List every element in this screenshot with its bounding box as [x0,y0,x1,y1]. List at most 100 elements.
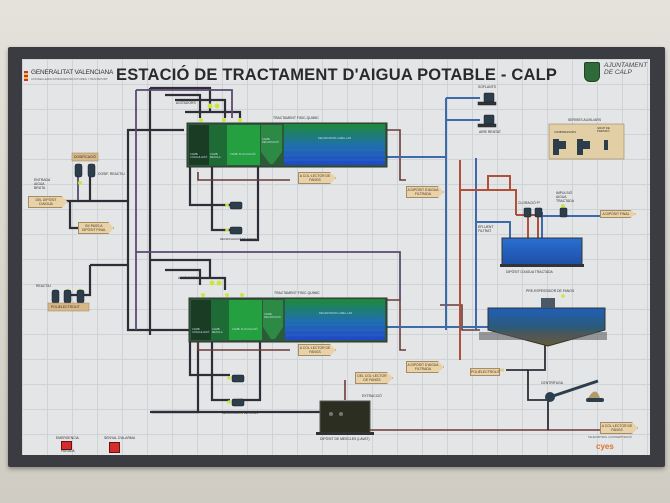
pit-pump-icon [339,412,343,416]
compressor-icon [559,141,566,149]
dosing-note: DOSIF. REACTIU [98,172,125,176]
polymer-note: REACTIU [36,284,51,288]
outlet-tag[interactable]: A COL·LECTOR DE FANGS [600,422,638,434]
blower-base [477,123,497,128]
final-out-tag[interactable]: A DIPÒSIT FINAL [600,210,636,218]
bypass-tag[interactable]: BY-PASS A DIPÒSIT FINAL [78,222,114,234]
sludge-pit [316,400,374,435]
stage-1-4 [261,125,282,164]
treated-water-pipes [384,97,600,330]
sludge-pit-body [319,400,371,434]
stage-2-1 [191,300,211,340]
lamp-icon [561,204,565,208]
lamp-icon [240,293,244,297]
alarm-button[interactable] [109,442,120,453]
sludge-pit-vent: EXTRACCIÓ [362,394,382,398]
pump-icon [76,289,85,304]
lamp-icon [227,400,231,404]
treatment-line-1 [186,122,388,168]
stage-2-2 [211,300,229,340]
line1-filter-tag[interactable]: A DIPÒSIT D'AIGUA FILTRADA [406,186,444,198]
line2-title: TRACTAMENT FISIC-QUIMIC [274,291,320,295]
thickener-poly-tag[interactable]: POLIELECTROLIT [470,368,500,376]
line1-stage-1: CAMB. COAGULACIÓ [190,153,208,159]
lamp-icon [216,280,222,286]
pump-icon [51,289,60,304]
panel-title: ESTACIÓ DE TRACTAMENT D'AIGUA POTABLE - … [116,66,558,84]
pump-icon [559,207,568,218]
line1-sludge-tag[interactable]: A COL·LECTOR DE FANGS [298,172,336,184]
dosing-skid [47,302,90,312]
final-tank [500,237,584,267]
thickener-drive-icon [541,298,555,308]
pump-icon [523,207,532,218]
sludge-pit-tag[interactable]: DEL COL·LECTOR DE FANGS [355,372,393,384]
thickener [479,298,607,347]
pump-icon [534,207,543,218]
aux-compressors-label: COMPRESSORS [554,130,577,134]
filtered-label: EFLUENT FILTRAT [478,225,494,233]
line2-stage-3: CAMB. FLOCULACIÓ [232,328,258,331]
line2-pump-label: RECIRCULACIÓ DE FANGS [222,411,259,415]
emergency-sub-label: PARADA [61,449,75,453]
lamp-icon [225,293,229,297]
line2-sludge-tag[interactable]: A COL·LECTOR DE FANGS [298,344,336,356]
ajuntament-line1: AJUNTAMENT [604,62,648,69]
line1-stage-3: CAMB. FLOCULACIÓ [230,153,256,156]
inlet-label: ENTRADA AIGUA BRUTA [34,178,51,190]
blower-base [477,101,497,106]
screw-conveyor [549,379,599,399]
sludge-pipes [197,129,600,431]
sludge-container-icon [586,398,604,402]
lamp-icon [238,118,242,122]
centrifuge-label: CENTRÍFUGA [541,381,564,385]
pump-icon [231,398,245,407]
ajuntament-line2: DE CALP [604,69,632,76]
lamp-icon [214,103,220,109]
senyera-icon [24,71,28,81]
line1-title: TRACTAMENT FISIC-QUIMIC [273,116,319,120]
line1-agitators-label: AGITADORS [176,101,196,105]
sludge-cake [588,391,600,398]
aux-equipment [553,139,608,155]
polymer-skid-label: POLIELECTROLIT [51,305,80,309]
pump-icon [74,163,83,178]
final-tank-base [500,264,584,267]
coat-of-arms-icon [584,62,600,82]
inlet-source-tag[interactable]: DEL DIPÒSIT D'AIGUA [28,196,68,208]
line2-stage-5: DECANTADOR LAMEL·LAR [319,312,353,315]
pump-icon [231,374,245,383]
lamp-icon [225,228,229,232]
line2-stage-1: CAMB. COAGULACIÓ [192,328,210,334]
final-tank-label: DIPÒSIT D'AIGUA TRACTADA [506,270,553,274]
line1-stage-5: DECANTADOR LAMEL·LAR [318,137,352,140]
lamp-icon [225,203,229,207]
manufacturer-logo: cyes [596,442,614,451]
pump-icon [229,226,243,235]
stage-2-3 [229,300,262,340]
lamp-icon [222,118,226,122]
generalitat-subtitle: CONSELLERIA D'INFRAESTRUCTURES I TRANSPO… [31,77,108,81]
stage-1-1 [189,125,209,165]
line1-pump-label: RECIRCULACIÓ DE FANGS [220,237,257,241]
emergency-button[interactable] [61,441,72,450]
line2-agitators-label: AGITADORS [178,276,198,280]
emergency-label: EMERGENCIA [56,436,79,440]
lamp-icon [78,181,82,185]
lamella-settler-1 [284,124,385,165]
dosing-tag-box [71,152,99,162]
compressor-icon [583,141,590,149]
pressure-group-icon [604,140,608,150]
lamp-icon [227,376,231,380]
impulse-label: IMPULSIÓ AIGUA TRACTADA [556,191,575,203]
stage-1-2 [209,125,227,165]
line2-filter-tag[interactable]: A DIPÒSIT D'AIGUA FILTRADA [406,361,444,373]
lamp-icon [561,294,565,298]
thickener-bridge [479,332,607,340]
sludge-pit-base [316,432,374,435]
final-tank-body [501,237,583,266]
centrifuge [545,379,604,402]
lamp-icon [201,293,205,297]
stage-2-4 [263,300,283,339]
